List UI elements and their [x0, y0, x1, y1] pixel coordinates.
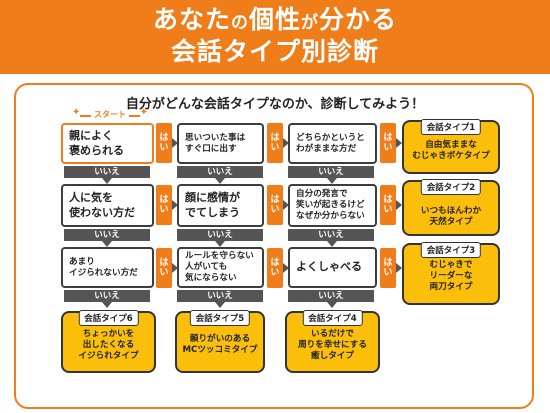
result-text: むじゃきでリーダーな両刀タイプ	[429, 260, 473, 293]
arrow-down	[327, 302, 337, 308]
arrow-down	[327, 241, 337, 247]
no-tag: いいえ	[64, 229, 150, 241]
result-label: 会話タイプ4	[302, 310, 363, 326]
yes-tag: はい	[380, 248, 396, 288]
result-label: 会話タイプ6	[78, 310, 139, 326]
question-node-1: 親によく褒められる	[61, 123, 154, 164]
result-type-2: 会話タイプ2 いつもほんわか天然タイプ	[402, 179, 500, 236]
question-node-8: ルールを守らない人がいても気にならない	[177, 247, 264, 288]
result-text: いつもほんわか天然タイプ	[420, 206, 482, 228]
question-node-6: 自分の発言で笑いが起きるけどなぜか分からない	[288, 184, 377, 227]
question-node-3: どちらかというとわがままな方だ	[288, 123, 377, 164]
arrow-down	[215, 241, 225, 247]
arrow-right	[172, 200, 178, 210]
no-tag: いいえ	[177, 290, 263, 302]
no-tag: いいえ	[177, 166, 263, 178]
result-type-4: 会話タイプ4 いるだけで周りを幸せにする癒しタイプ	[285, 310, 380, 373]
question-node-7: あまりイジられない方だ	[61, 247, 154, 288]
result-label: 会話タイプ2	[420, 179, 482, 195]
yes-tag: はい	[380, 123, 396, 163]
no-tag: いいえ	[288, 290, 374, 302]
arrow-right	[283, 263, 289, 273]
arrow-right	[283, 200, 289, 210]
arrow-right	[283, 138, 289, 148]
yes-tag: はい	[267, 248, 283, 288]
question-node-9: よくしゃべる	[288, 247, 377, 288]
result-label: 会話タイプ3	[420, 242, 482, 258]
result-label: 会話タイプ1	[420, 119, 482, 135]
no-tag: いいえ	[64, 166, 150, 178]
result-type-3: 会話タイプ3 むじゃきでリーダーな両刀タイプ	[402, 242, 500, 305]
arrow-right	[396, 138, 402, 148]
yes-tag: はい	[156, 248, 172, 288]
no-tag: いいえ	[288, 229, 374, 241]
arrow-down	[215, 178, 225, 184]
yes-tag: はい	[156, 123, 172, 163]
result-type-1: 会話タイプ1 自由気ままなむじゃきボケタイプ	[402, 119, 500, 174]
start-marker: ✦ ✦ スタート	[72, 107, 148, 121]
question-node-2: 思いついた事はすぐ口に出す	[177, 123, 264, 164]
arrow-down	[102, 302, 112, 308]
yes-tag: はい	[267, 185, 283, 225]
arrow-right	[396, 200, 402, 210]
result-text: いるだけで周りを幸せにする癒しタイプ	[298, 329, 367, 362]
star-icon: ✦	[72, 107, 81, 118]
arrow-right	[172, 138, 178, 148]
result-label: 会話タイプ5	[189, 310, 251, 326]
no-tag: いいえ	[288, 166, 374, 178]
star-icon: ✦	[139, 107, 148, 118]
result-type-6: 会話タイプ6 ちょっかいを出したくなるイジられタイプ	[61, 310, 156, 373]
title-line-2: 会話タイプ別診断	[170, 37, 379, 66]
no-tag: いいえ	[64, 290, 150, 302]
arrow-down	[102, 241, 112, 247]
yes-tag: はい	[267, 123, 283, 163]
yes-tag: はい	[380, 185, 396, 225]
arrow-right	[396, 263, 402, 273]
question-node-4: 人に気を使わない方だ	[61, 184, 154, 227]
question-heading: 自分がどんな会話タイプなのか、診断してみよう！	[125, 97, 425, 112]
yes-tag: はい	[156, 185, 172, 225]
start-label: スタート	[91, 110, 129, 120]
question-node-5: 顔に感情がでてしまう	[177, 184, 264, 227]
result-text: 自由気ままなむじゃきボケタイプ	[412, 140, 490, 162]
arrow-down	[327, 178, 337, 184]
header-banner: あなたの個性が分かる 会話タイプ別診断	[0, 0, 550, 74]
result-text: ちょっかいを出したくなるイジられタイプ	[78, 329, 139, 362]
title-line-1: あなたの個性が分かる	[152, 5, 398, 34]
arrow-down	[102, 178, 112, 184]
arrow-down	[215, 302, 225, 308]
arrow-right	[172, 263, 178, 273]
no-tag: いいえ	[177, 229, 263, 241]
